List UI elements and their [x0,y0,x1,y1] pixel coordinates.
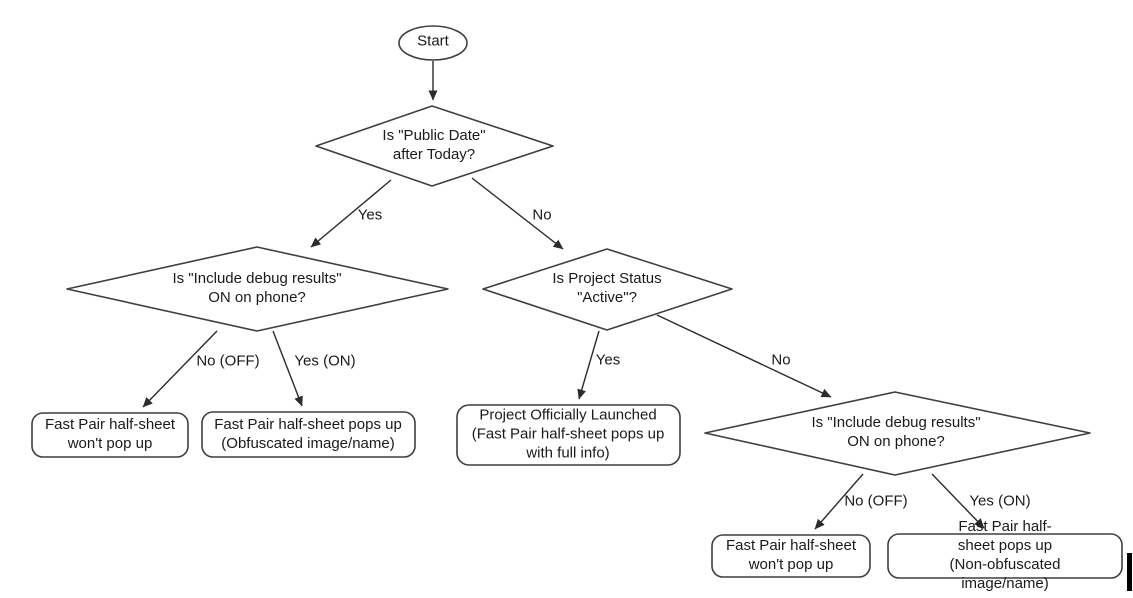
decision-project-status-label: Is Project Status "Active"? [552,270,662,306]
edge-label-yes-on-left: Yes (ON) [294,352,356,370]
edge-label-yes-left: Yes [357,206,383,224]
edge-yes-to-launched [577,330,600,400]
edge-label-yes-on-right: Yes (ON) [969,492,1031,510]
decision-public-date-label: Is "Public Date" after Today? [382,127,486,163]
result-wont-popup-left [31,412,189,458]
decision-debug-right-label: Is "Include debug results" ON on phone? [811,414,981,450]
result-obfuscated-label: Fast Pair half-sheet pops up (Obfuscated… [214,416,402,452]
edge-no-to-debug-right [656,314,832,398]
start-node [398,25,468,61]
result-wont-popup-right [711,534,871,578]
decision-debug-left [66,246,449,332]
result-launched-label: Project Officially Launched (Fast Pair h… [471,406,665,462]
result-non-obfuscated-label: Fast Pair half-sheet pops up (Non-obfusc… [949,518,1061,592]
edge-no-off-to-wont-popup-right [814,473,864,530]
result-wont-popup-right-label: Fast Pair half-sheet won't pop up [725,537,857,573]
result-wont-popup-left-label: Fast Pair half-sheet won't pop up [44,416,176,452]
result-launched [456,404,681,466]
edge-label-no-off-left: No (OFF) [196,352,260,370]
edge-label-no-right: No [532,206,552,224]
edge-no-off-to-wont-popup-left [142,330,218,408]
edge-yes-on-to-obfuscated [272,330,303,407]
result-non-obfuscated [887,533,1123,579]
decision-public-date [315,105,554,187]
text-cursor-artifact [1127,553,1132,591]
edge-label-no-off-right: No (OFF) [844,492,908,510]
decision-debug-right [704,391,1091,476]
decision-project-status [482,248,733,331]
edge-label-no-mid: No [771,351,791,369]
edge-yes-on-to-non-obfuscated [931,473,985,529]
start-node-label: Start [417,32,449,50]
result-obfuscated [201,411,416,458]
edge-label-yes-mid: Yes [595,351,621,369]
edge-no-to-project-status [471,177,564,250]
edge-yes-to-debug-left [310,179,392,248]
decision-debug-left-label: Is "Include debug results" ON on phone? [172,270,342,306]
